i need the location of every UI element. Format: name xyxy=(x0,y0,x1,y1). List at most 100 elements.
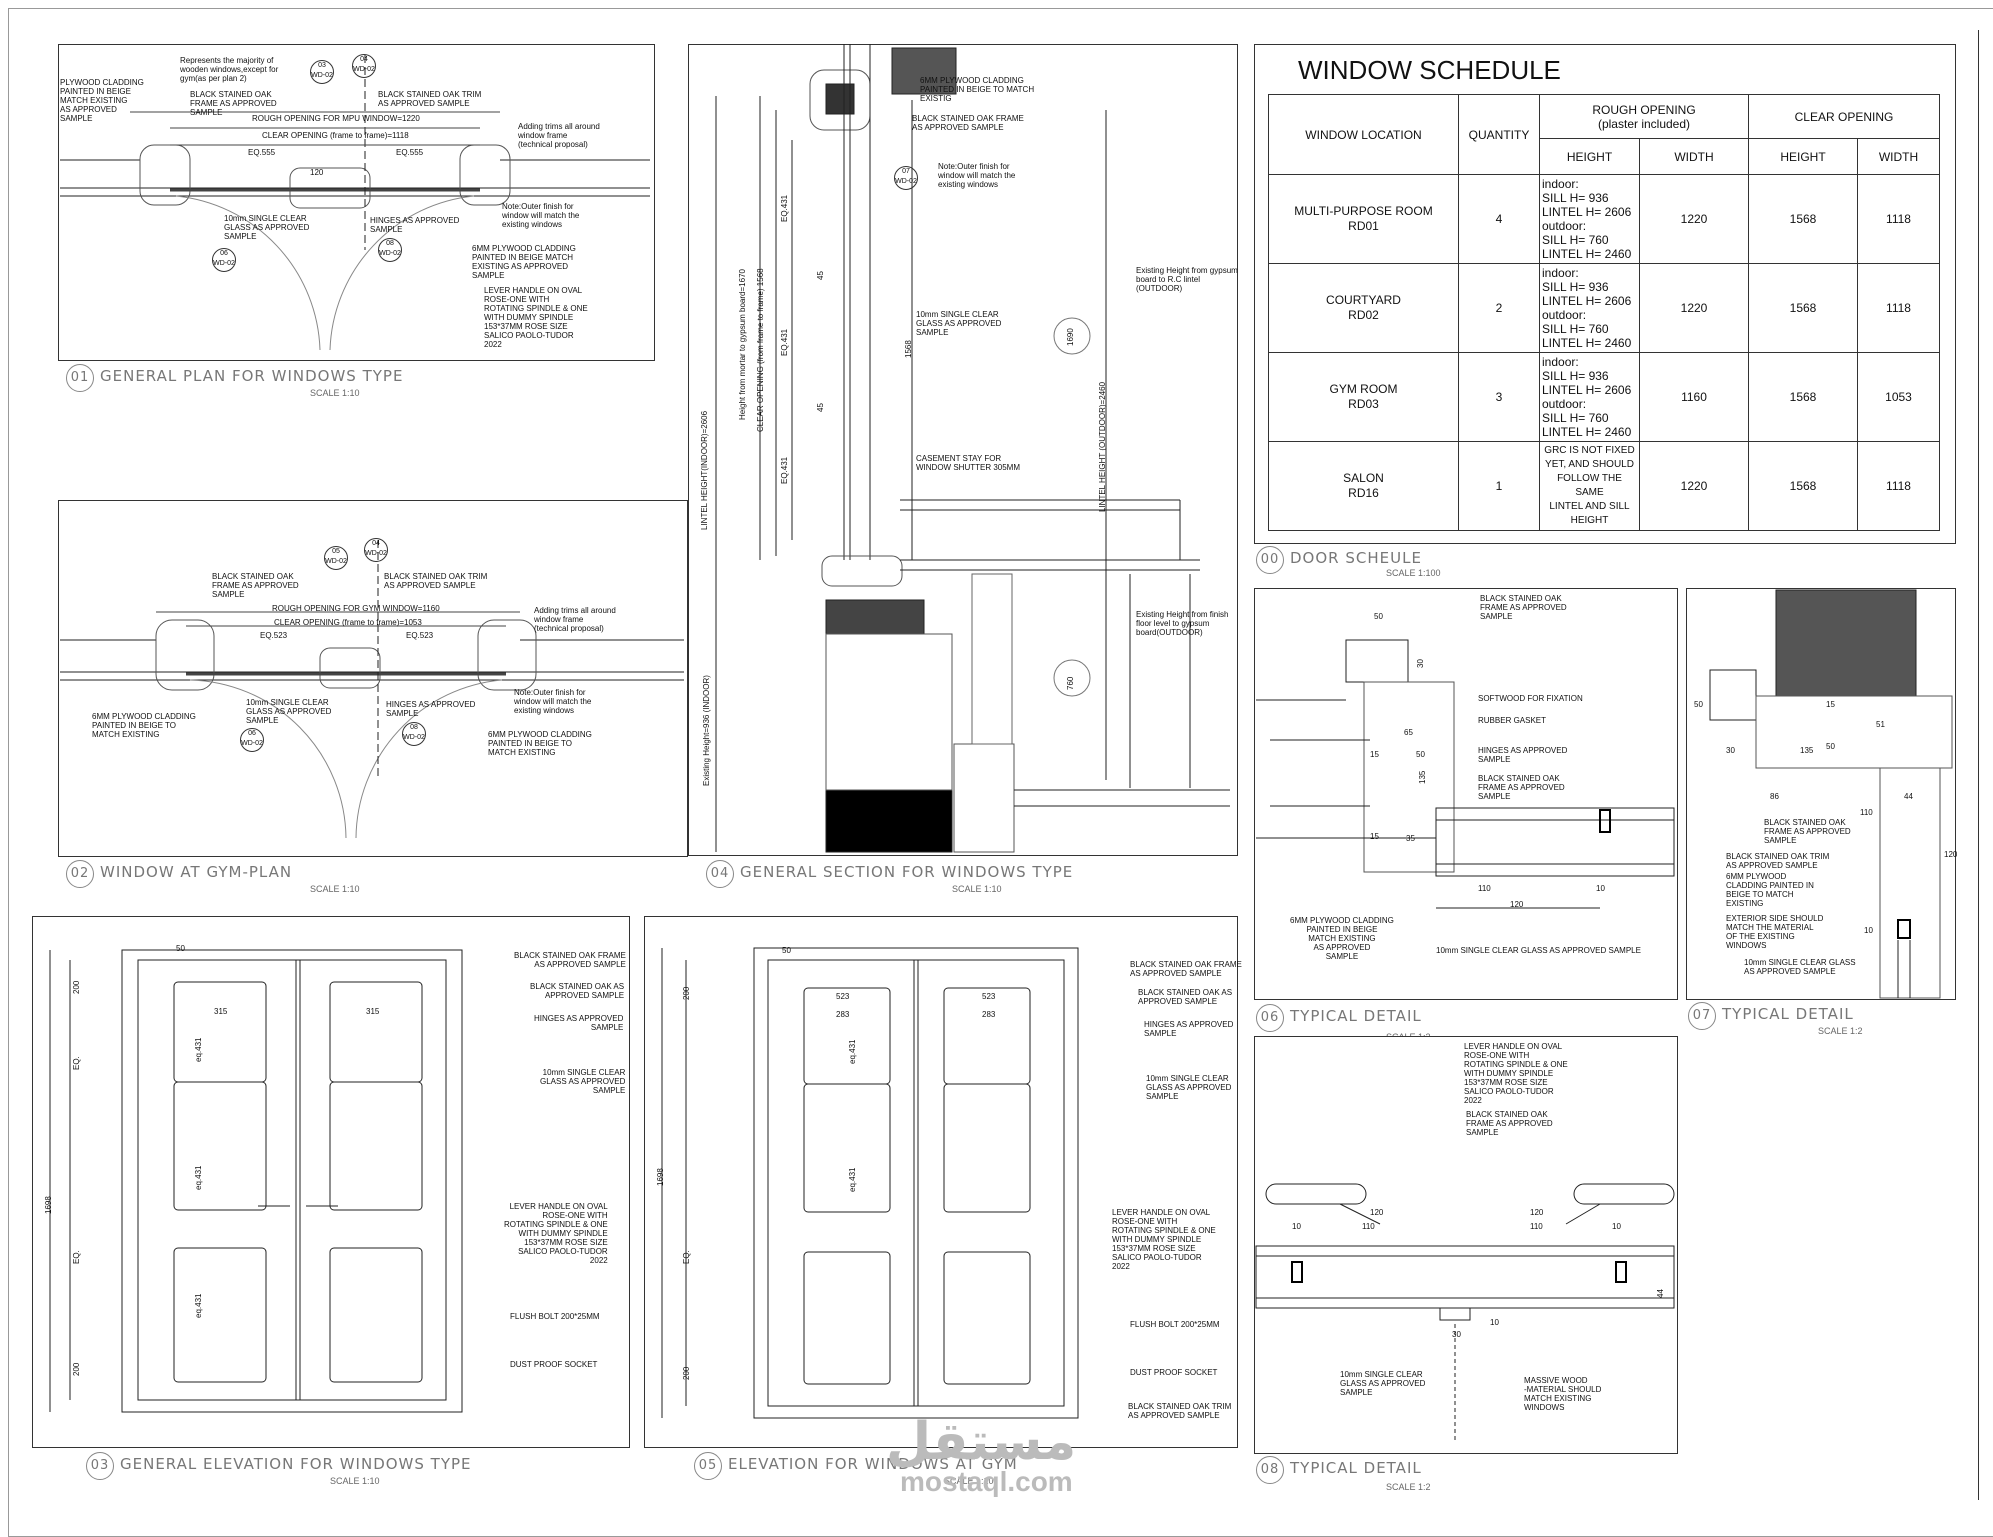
dim-06-50b: 50 xyxy=(1416,750,1425,759)
note-03-flush: FLUSH BOLT 200*25MM xyxy=(510,1312,600,1321)
note-03-hinges: HINGES AS APPROVED SAMPLE xyxy=(534,1014,624,1032)
cell-location: COURTYARD RD02 xyxy=(1268,263,1459,353)
tag-06b[interactable]: 06 WD-02 xyxy=(240,728,264,752)
cell-quantity: 3 xyxy=(1458,352,1540,442)
note-01-hinges: HINGES AS APPROVED SAMPLE xyxy=(370,216,460,234)
scale-02: SCALE 1:10 xyxy=(310,884,360,894)
note-03-lever: LEVER HANDLE ON OVAL ROSE-ONE WITH ROTAT… xyxy=(504,1202,608,1265)
cell-clear-width: 1053 xyxy=(1857,352,1940,442)
dim-06-10: 10 xyxy=(1596,884,1605,893)
cell-clear-width: 1118 xyxy=(1857,441,1940,531)
th-rough-height: HEIGHT xyxy=(1539,138,1640,175)
dim-03-50: 50 xyxy=(176,944,185,953)
note-06-softwood: SOFTWOOD FOR FIXATION xyxy=(1478,694,1583,703)
note-07-frame: BLACK STAINED OAK FRAME AS APPROVED SAMP… xyxy=(1764,818,1851,845)
note-07-trim: BLACK STAINED OAK TRIM AS APPROVED SAMPL… xyxy=(1726,852,1830,870)
dim-08-44: 44 xyxy=(1656,1289,1665,1298)
panel-08-detail xyxy=(1254,1036,1678,1454)
th-clear-height: HEIGHT xyxy=(1748,138,1858,175)
note-05-flush: FLUSH BOLT 200*25MM xyxy=(1130,1320,1220,1329)
dim-06-110: 110 xyxy=(1478,884,1491,893)
dim-01-120: 120 xyxy=(310,168,324,177)
tag-06a[interactable]: 06 WD-02 xyxy=(212,248,236,272)
scale-05: SCALE 1:10 xyxy=(944,1476,994,1486)
note-01-trim: BLACK STAINED OAK TRIM AS APPROVED SAMPL… xyxy=(378,90,482,108)
note-02-trim: BLACK STAINED OAK TRIM AS APPROVED SAMPL… xyxy=(384,572,488,590)
panel-03-elevation xyxy=(32,916,630,1448)
tag-08b[interactable]: 08 WD-02 xyxy=(402,722,426,746)
note-02-cladding-right: 6MM PLYWOOD CLADDING PAINTED IN BEIGE TO… xyxy=(488,730,592,757)
note-05-socket: DUST PROOF SOCKET xyxy=(1130,1368,1218,1377)
dim-07-110: 110 xyxy=(1860,808,1873,817)
note-02-outer: Note:Outer finish for window will match … xyxy=(514,688,592,715)
scale-08: SCALE 1:2 xyxy=(1386,1482,1431,1492)
cell-clear-width: 1118 xyxy=(1857,174,1940,264)
cell-height: GRC IS NOT FIXED YET, AND SHOULD FOLLOW … xyxy=(1539,441,1640,531)
panel-01-general-plan xyxy=(58,44,655,361)
note-01-lever: LEVER HANDLE ON OVAL ROSE-ONE WITH ROTAT… xyxy=(484,286,588,349)
scale-04: SCALE 1:10 xyxy=(952,884,1002,894)
scale-03: SCALE 1:10 xyxy=(330,1476,380,1486)
dim-08-10c: 10 xyxy=(1490,1318,1499,1327)
dim-05-50: 50 xyxy=(782,946,791,955)
table-row: GYM ROOM RD03 3 indoor: SILL H= 936 LINT… xyxy=(1268,352,1940,442)
note-01-frame: BLACK STAINED OAK FRAME AS APPROVED SAMP… xyxy=(190,90,277,117)
tag-03[interactable]: 03 WD-02 xyxy=(310,60,334,84)
title-block-strip xyxy=(1978,30,1993,1500)
note-03-oak: BLACK STAINED OAK AS APPROVED SAMPLE xyxy=(530,982,625,1000)
th-rough-width: WIDTH xyxy=(1639,138,1749,175)
tag-07[interactable]: 07 WD-02 xyxy=(894,166,918,190)
cell-rough-width: 1220 xyxy=(1639,263,1749,353)
dim-08-110b: 110 xyxy=(1530,1222,1543,1231)
note-06-frame2: BLACK STAINED OAK FRAME AS APPROVED SAMP… xyxy=(1478,774,1565,801)
note-02-trims: Adding trims all around window frame (te… xyxy=(534,606,616,633)
note-05-trim: BLACK STAINED OAK TRIM AS APPROVED SAMPL… xyxy=(1128,1402,1232,1420)
cell-location: MULTI-PURPOSE ROOM RD01 xyxy=(1268,174,1459,264)
note-01-majority: Represents the majority of wooden window… xyxy=(180,56,279,83)
note-03-glass: 10mm SINGLE CLEAR GLASS AS APPROVED SAMP… xyxy=(540,1068,626,1095)
cell-clear-height: 1568 xyxy=(1748,174,1858,264)
dim-06-120: 120 xyxy=(1510,900,1524,909)
note-08-frame: BLACK STAINED OAK FRAME AS APPROVED SAMP… xyxy=(1466,1110,1553,1137)
scale-01: SCALE 1:10 xyxy=(310,388,360,398)
dim-06-35: 35 xyxy=(1406,834,1415,843)
tag-05[interactable]: 05 WD-02 xyxy=(324,546,348,570)
dim-03-315b: 315 xyxy=(366,1007,380,1016)
dim-06-15a: 15 xyxy=(1370,750,1379,759)
tag-08a[interactable]: 08 WD-02 xyxy=(378,238,402,262)
note-04-gypsum: Existing Height from gypsum board to R.C… xyxy=(1136,266,1238,293)
panel-05-gym-elevation xyxy=(644,916,1238,1448)
note-01-glass: 10mm SINGLE CLEAR GLASS AS APPROVED SAMP… xyxy=(224,214,310,241)
scale-07: SCALE 1:2 xyxy=(1818,1026,1863,1036)
th-rough: ROUGH OPENING (plaster included) xyxy=(1539,94,1749,139)
note-05-lever: LEVER HANDLE ON OVAL ROSE-ONE WITH ROTAT… xyxy=(1112,1208,1216,1271)
dim-07-135: 135 xyxy=(1800,746,1814,755)
tag-04b[interactable]: 04 WD-02 xyxy=(364,538,388,562)
note-06-gasket: RUBBER GASKET xyxy=(1478,716,1547,725)
dim-01-eq-left: EQ.555 xyxy=(248,148,276,157)
watermark-logo: مستقل xyxy=(886,1412,1077,1472)
dim-08-30: 30 xyxy=(1452,1330,1461,1339)
scale-00: SCALE 1:100 xyxy=(1386,568,1441,578)
note-04-cladding: 6MM PLYWOOD CLADDING PAINTED IN BEIGE TO… xyxy=(920,76,1035,103)
note-01-trims: Adding trims all around window frame (te… xyxy=(518,122,600,149)
dim-08-110a: 110 xyxy=(1362,1222,1375,1231)
note-05-glass: 10mm SINGLE CLEAR GLASS AS APPROVED SAMP… xyxy=(1146,1074,1232,1101)
th-location: WINDOW LOCATION xyxy=(1268,94,1459,175)
cell-rough-width: 1160 xyxy=(1639,352,1749,442)
note-07-exterior: EXTERIOR SIDE SHOULD MATCH THE MATERIAL … xyxy=(1726,914,1824,950)
dim-07-15: 15 xyxy=(1826,700,1835,709)
note-04-stay: CASEMENT STAY FOR WINDOW SHUTTER 305MM xyxy=(916,454,1020,472)
dim-07-30: 30 xyxy=(1726,746,1735,755)
dim-08-10a: 10 xyxy=(1292,1222,1301,1231)
note-05-frame: BLACK STAINED OAK FRAME AS APPROVED SAMP… xyxy=(1130,960,1242,978)
note-05-oak: BLACK STAINED OAK AS APPROVED SAMPLE xyxy=(1138,988,1233,1006)
tag-04[interactable]: 04 WD-02 xyxy=(352,54,376,78)
cell-quantity: 2 xyxy=(1458,263,1540,353)
dim-07-50b: 50 xyxy=(1826,742,1835,751)
